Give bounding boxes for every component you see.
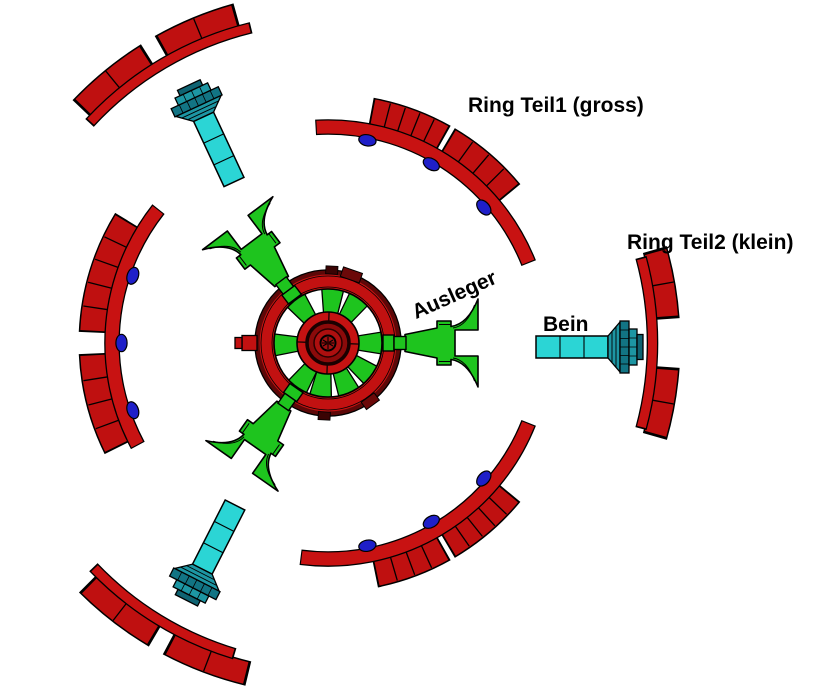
ring-teil1-segment-bottom[interactable]	[299, 419, 536, 588]
label-ring-teil1: Ring Teil1 (gross)	[468, 94, 644, 117]
arm-clamp-right	[382, 334, 407, 352]
hub-assembly[interactable]	[201, 195, 479, 492]
label-ring-teil2: Ring Teil2 (klein)	[627, 231, 793, 254]
bein-bottom-left[interactable]	[162, 492, 259, 613]
ring-teil2-segment-top-left[interactable]	[72, 3, 253, 127]
label-bein: Bein	[543, 313, 589, 336]
ring-teil1-segment-top[interactable]	[315, 97, 536, 267]
hub-disc[interactable]	[296, 311, 360, 375]
ring-teil2-segment-right[interactable]	[635, 246, 680, 440]
ring-teil1-segment-left[interactable]	[78, 204, 165, 455]
label-ausleger: Ausleger	[409, 266, 500, 324]
ring-teil2-segment-bottom-left[interactable]	[78, 563, 252, 686]
bein-top-left[interactable]	[164, 73, 259, 194]
rim-tabs	[317, 265, 381, 421]
rim-connector-left	[234, 334, 258, 352]
